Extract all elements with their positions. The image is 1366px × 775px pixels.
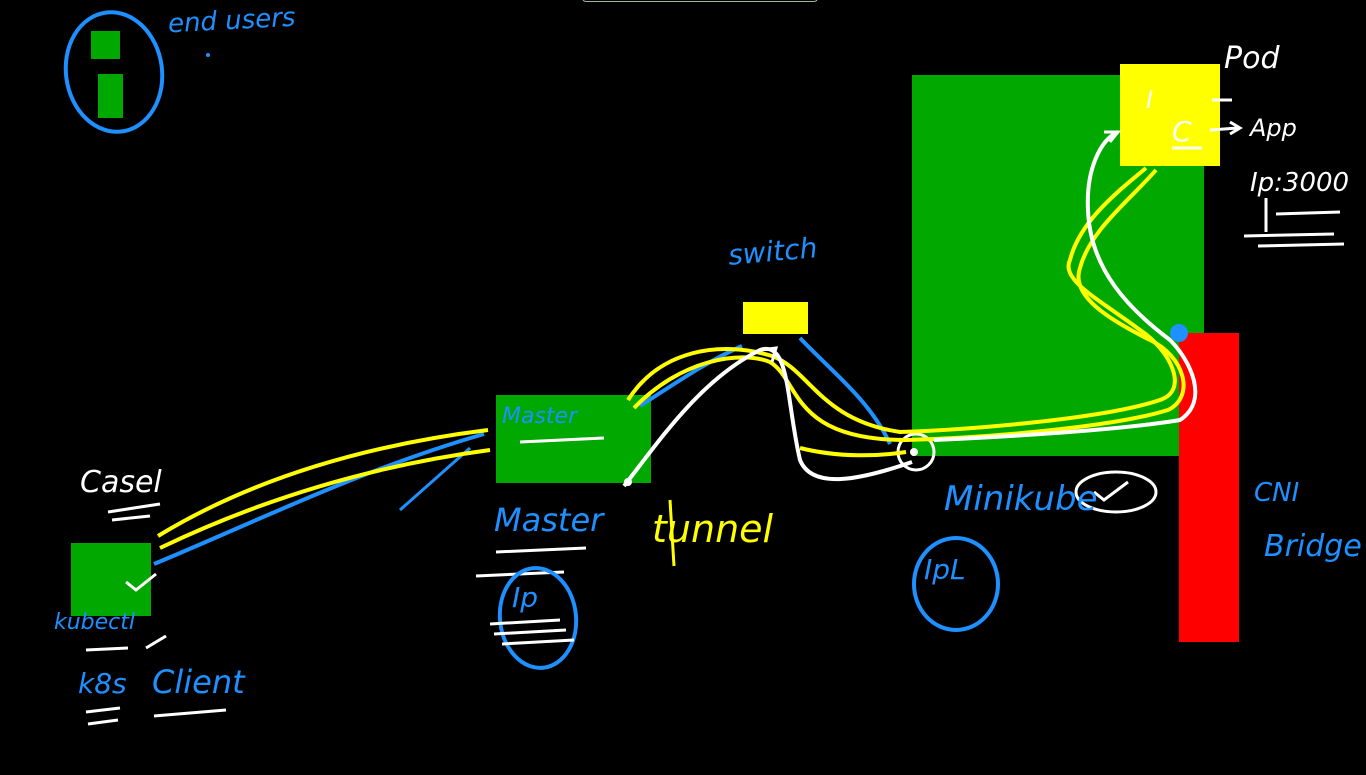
blue-link-master-stub xyxy=(399,446,471,512)
white-link-master-switch xyxy=(622,346,913,488)
yellow-tunnel-3 xyxy=(799,446,907,458)
pod-i-label: I xyxy=(1146,86,1154,114)
tunnel-underline xyxy=(668,499,676,567)
cni-bridge xyxy=(1179,333,1239,642)
minikube-label: Minikube xyxy=(944,479,1098,519)
end-user-device-2 xyxy=(98,74,123,118)
yellow-link-client-master-2 xyxy=(159,448,491,550)
blue-link-client-master xyxy=(153,432,485,566)
end-users-circle xyxy=(63,10,165,134)
k8s-underline xyxy=(85,706,121,726)
white-arrow-switch xyxy=(759,346,779,363)
master-label: Master xyxy=(494,501,604,539)
bridge-port xyxy=(1170,324,1188,342)
client-laptop xyxy=(71,543,151,616)
cni-label: CNI xyxy=(1254,478,1300,508)
tunnel-label: tunnel xyxy=(652,507,774,551)
node-interface-dot xyxy=(910,448,918,456)
end-users-label: end users xyxy=(167,2,297,40)
master-underlines xyxy=(475,546,587,578)
minikube-check xyxy=(1093,480,1129,502)
white-arrow-pod xyxy=(1104,130,1122,143)
ip-underlines xyxy=(1243,198,1345,248)
ink-dot xyxy=(206,53,210,57)
switch-box xyxy=(743,302,808,334)
casel-label: Casel xyxy=(80,465,162,500)
switch-label: switch xyxy=(726,231,819,272)
master-ip-underlines xyxy=(489,618,575,646)
k8s-label: k8s xyxy=(78,667,127,700)
master-box-underline xyxy=(519,436,605,444)
pod-box xyxy=(1120,64,1220,166)
client-check xyxy=(125,572,157,592)
pod-ip-label: Ip:3000 xyxy=(1250,168,1350,198)
yellow-tunnel-1 xyxy=(626,166,1177,435)
kubectl-label: kubectl xyxy=(54,610,136,635)
client-underline xyxy=(153,708,227,718)
master-ip-label: Ip xyxy=(512,581,539,614)
pod-label: Pod xyxy=(1224,41,1280,76)
app-label: App xyxy=(1250,114,1297,142)
white-link-node-pod xyxy=(933,130,1198,442)
kubectl-underline xyxy=(85,634,167,652)
master-box-label: Master xyxy=(502,404,578,429)
yellow-link-client-master-1 xyxy=(156,428,489,538)
bridge-label: Bridge xyxy=(1264,529,1362,564)
white-link-end xyxy=(624,478,632,486)
end-user-device-1 xyxy=(91,31,120,59)
master-ip-circle xyxy=(497,566,579,670)
pod-c-label: C xyxy=(1172,115,1192,148)
client-label: Client xyxy=(152,663,245,701)
ipl-circle xyxy=(912,536,1000,632)
minikube-ip-label: IpL xyxy=(924,553,966,586)
casel-underline xyxy=(107,502,161,522)
minikube-check-circle xyxy=(1074,470,1158,514)
yellow-tunnel-2 xyxy=(632,168,1186,443)
pod-app-arrow-2 xyxy=(1209,120,1243,136)
